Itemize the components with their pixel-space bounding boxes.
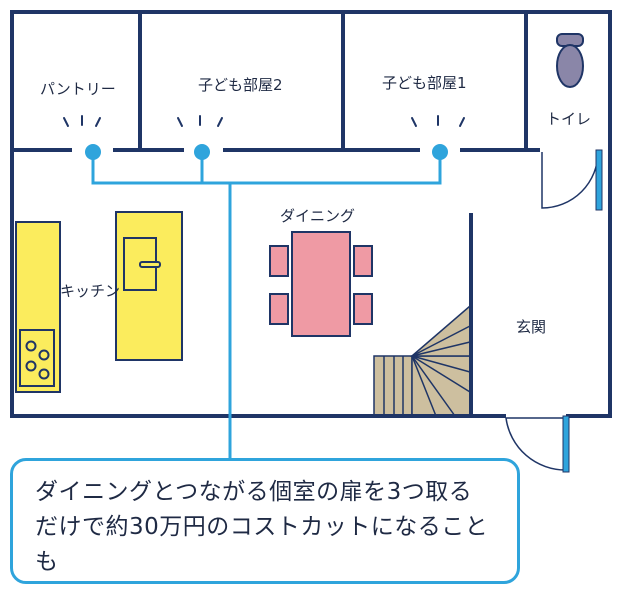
room-label-kids-room-2: 子ども部屋2 [198, 76, 283, 94]
light-icon [194, 144, 210, 160]
sink-icon [123, 237, 161, 291]
callout-text: ダイニングとつながる個室の扉を3つ取るだけで約30万円のコストカットになることも [35, 479, 489, 575]
room-label-dining: ダイニング [280, 207, 356, 225]
room-label-kids-room-1: 子ども部屋1 [382, 74, 467, 92]
room-label-kitchen: キッチン [60, 282, 121, 300]
light-icon [85, 144, 101, 160]
entrance-door [505, 415, 570, 473]
light-rays [63, 115, 465, 127]
walls [10, 10, 612, 418]
light-icon [432, 144, 448, 160]
room-label-entrance: 玄関 [516, 318, 547, 336]
door-swing-icon [541, 149, 603, 211]
toilet-icon [556, 33, 584, 88]
room-label-toilet: トイレ [546, 110, 592, 128]
stove-icon [19, 329, 55, 387]
dining-table-icon [269, 231, 373, 337]
staircase-icon [373, 304, 471, 417]
room-label-pantry: パントリー [40, 80, 116, 98]
callout-box: ダイニングとつながる個室の扉を3つ取るだけで約30万円のコストカットになることも [10, 458, 520, 584]
